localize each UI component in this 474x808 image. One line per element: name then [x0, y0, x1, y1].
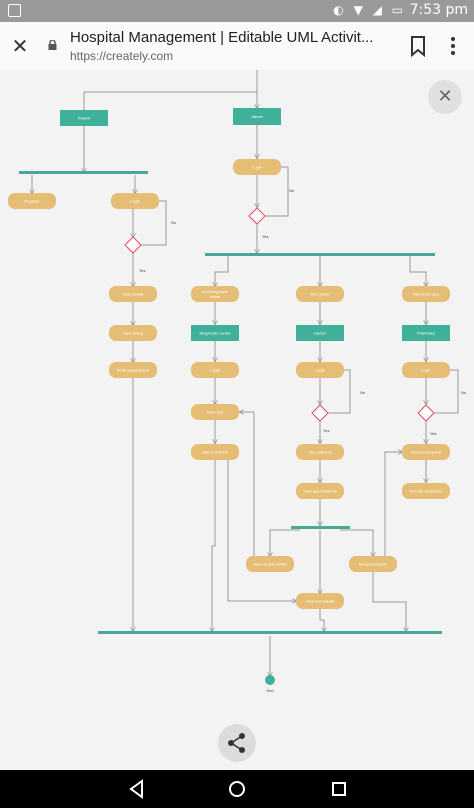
fork-bar-doctor — [291, 526, 350, 529]
fork-bar-admin — [205, 253, 435, 256]
activity-view-test-results: View test results — [296, 593, 344, 609]
svg-text:Pharmacy: Pharmacy — [417, 331, 435, 336]
bookmark-icon[interactable] — [408, 35, 428, 57]
share-icon — [228, 733, 245, 753]
svg-text:Login: Login — [421, 368, 431, 373]
guard-yes-patient: Yes — [139, 268, 146, 273]
fork-bar-patient — [19, 171, 148, 174]
svg-text:View test results: View test results — [305, 599, 334, 604]
decision-pharmacy-login — [417, 404, 435, 422]
close-icon: ✕ — [11, 34, 29, 58]
svg-text:View patients: View patients — [308, 450, 332, 455]
activity-pharmacy-login: Login — [402, 362, 450, 378]
svg-text:View prescription: View prescription — [411, 450, 441, 455]
object-doctor: Doctor — [296, 325, 344, 341]
diagram-viewer[interactable]: Patient Admin Diagnostic center Doctor P… — [0, 70, 474, 770]
svg-text:Add pharmacy: Add pharmacy — [413, 292, 439, 297]
back-icon[interactable] — [128, 779, 146, 799]
activity-add-pharmacy: Add pharmacy — [402, 286, 450, 302]
activity-provide-medicines: Provide medicines — [402, 483, 450, 499]
activity-view-test: View test — [191, 404, 239, 420]
object-admin: Admin — [233, 108, 281, 125]
svg-text:View test: View test — [207, 410, 224, 415]
more-vert-icon[interactable] — [446, 34, 460, 58]
activity-add-doctor: Add doctor — [296, 286, 344, 302]
svg-text:Admin: Admin — [251, 114, 262, 119]
close-tab-button[interactable]: ✕ — [8, 34, 32, 58]
activity-register: Register — [8, 193, 56, 209]
guard-no-patient: No — [171, 220, 177, 225]
svg-text:Doctor: Doctor — [314, 331, 326, 336]
guard-no-admin: No — [289, 188, 295, 193]
page-title: Hospital Management | Editable UML Activ… — [70, 29, 374, 46]
svg-text:Provide medicines: Provide medicines — [410, 489, 443, 494]
object-pharmacy: Pharmacy — [402, 325, 450, 341]
image-notification-icon — [8, 4, 21, 17]
status-icons: ◐ ▼ ◢ ▭ — [333, 3, 406, 17]
svg-text:Add doctor: Add doctor — [310, 292, 330, 297]
activity-view-prescription: View prescription — [402, 444, 450, 460]
activity-admin-login: Login — [233, 159, 281, 175]
svg-text:View listing: View listing — [123, 331, 143, 336]
decision-doctor-login — [311, 404, 329, 422]
svg-text:Patient: Patient — [78, 116, 91, 121]
connector-lines — [32, 70, 459, 676]
activity-view-details: View details — [109, 286, 157, 302]
object-diagnostic-center: Diagnostic center — [191, 325, 239, 341]
activity-view-patients: View patients — [296, 444, 344, 460]
activity-view-appointments: View appointments — [296, 483, 344, 499]
activity-send-to-test-center: Send to test center — [246, 556, 294, 572]
system-nav-bar — [0, 770, 474, 808]
activity-diagnostic-login: Login — [191, 362, 239, 378]
svg-text:center: center — [209, 294, 221, 299]
guard-yes-doctor: Yes — [323, 428, 330, 433]
decision-admin-login — [248, 207, 266, 225]
svg-text:View details: View details — [122, 292, 143, 297]
svg-text:Login: Login — [130, 199, 140, 204]
join-bar — [98, 631, 442, 634]
svg-text:Login: Login — [315, 368, 325, 373]
activity-add-prescription: Add prescription — [349, 556, 397, 572]
page-url[interactable]: https://creately.com — [70, 49, 174, 63]
guard-no-pharmacy: No — [461, 390, 467, 395]
decision-patient-login — [124, 236, 142, 254]
svg-text:View appointments: View appointments — [303, 489, 337, 494]
end-label: End — [266, 688, 273, 693]
activity-view-listing: View listing — [109, 325, 157, 341]
status-time: 7:53 pm — [409, 2, 468, 18]
close-icon: ✕ — [437, 86, 453, 107]
svg-text:Login: Login — [210, 368, 220, 373]
svg-text:Send to test center: Send to test center — [253, 562, 287, 567]
browser-toolbar: ✕ Hospital Management | Editable UML Act… — [0, 22, 474, 71]
activity-patient-login: Login — [111, 193, 159, 209]
activity-book-appointment: Book appointment — [109, 362, 157, 378]
svg-text:Add prescription: Add prescription — [359, 562, 388, 567]
activity-doctor-login: Login — [296, 362, 344, 378]
svg-text:Login: Login — [252, 165, 262, 170]
home-icon[interactable] — [228, 779, 246, 799]
close-diagram-button[interactable]: ✕ — [428, 80, 462, 114]
svg-text:Add test result: Add test result — [202, 450, 228, 455]
share-button[interactable] — [218, 724, 256, 762]
svg-text:Book appointment: Book appointment — [117, 368, 150, 373]
svg-text:Register: Register — [25, 199, 41, 204]
status-bar: ◐ ▼ ◢ ▭ 7:53 pm — [0, 0, 474, 22]
guard-yes-pharmacy: Yes — [430, 431, 437, 436]
lock-icon — [48, 40, 57, 50]
recents-icon[interactable] — [330, 779, 348, 799]
end-node — [265, 675, 275, 685]
guard-no-doctor: No — [360, 390, 366, 395]
activity-add-diagnostic-center: Add diagnostic center — [191, 286, 239, 302]
guard-yes-admin: Yes — [262, 234, 269, 239]
object-patient: Patient — [60, 110, 108, 126]
svg-text:Add diagnostic: Add diagnostic — [202, 289, 228, 294]
activity-add-test-result: Add test result — [191, 444, 239, 460]
uml-activity-diagram: Patient Admin Diagnostic center Doctor P… — [8, 70, 467, 693]
svg-text:Diagnostic center: Diagnostic center — [200, 331, 232, 336]
